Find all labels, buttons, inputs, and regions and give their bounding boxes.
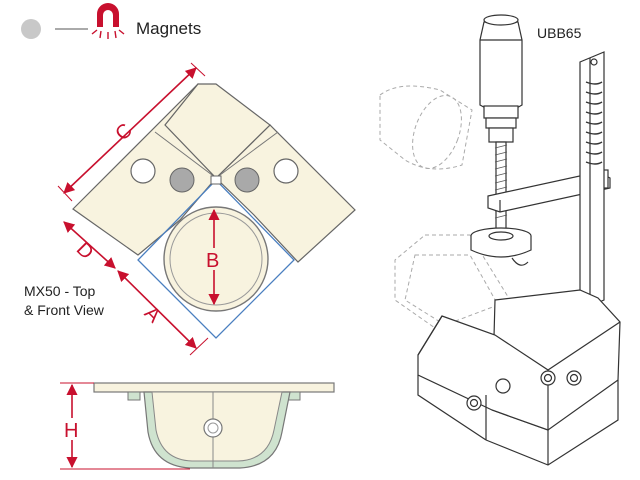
dimension-c-label: C (111, 119, 137, 145)
dimension-h: H (60, 382, 190, 470)
model-label: UBB65 (537, 25, 582, 41)
mounting-hole-left (130, 158, 156, 184)
dimension-a-label: A (140, 302, 165, 327)
square-outline (137, 179, 295, 339)
view-label-line2: & Front View (24, 302, 105, 318)
legend: Magnets (21, 3, 201, 39)
front-hole (203, 418, 223, 438)
mounting-hole-right (273, 158, 299, 184)
front-view: H (60, 382, 335, 470)
dimension-b: B (205, 208, 223, 306)
view-label-line1: MX50 - Top (24, 283, 96, 299)
ubb65-clamp (379, 14, 621, 466)
legend-dot (21, 19, 41, 39)
dimension-d-label: D (72, 238, 98, 264)
top-view: C D A B (57, 62, 356, 356)
front-plate (93, 382, 335, 393)
magnet-left (169, 167, 195, 193)
magnet-icon (91, 3, 125, 39)
magnet-right (234, 167, 260, 193)
dimension-h-label: H (64, 420, 78, 442)
dimension-b-label: B (206, 250, 219, 272)
legend-label: Magnets (136, 19, 201, 38)
